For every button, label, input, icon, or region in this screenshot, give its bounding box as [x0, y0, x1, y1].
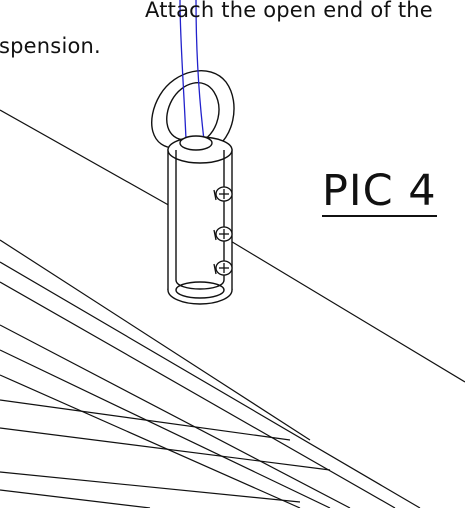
right-panel-edge — [223, 236, 465, 383]
lower-panel-edge-6 — [0, 374, 301, 509]
figure-label: PIC 4 — [322, 166, 437, 217]
lower-panel-edge-4 — [0, 324, 351, 509]
panel-lines — [0, 109, 465, 509]
upper-panel-edge — [0, 109, 173, 208]
suspension-cable — [179, 0, 205, 141]
lower-panel-edge-3 — [0, 281, 396, 509]
fitting-body — [167, 135, 233, 305]
lower-panel-edge-8 — [0, 427, 331, 471]
lower-panel-edge-2 — [0, 261, 421, 509]
set-screw-middle — [213, 226, 233, 242]
lower-panel-edge-7 — [0, 399, 291, 441]
set-screw-top — [213, 186, 233, 202]
set-screws — [213, 186, 233, 276]
lower-panel-edge-9 — [0, 471, 301, 503]
lower-panel-edge-10 — [0, 489, 151, 509]
set-screw-bottom — [213, 260, 233, 276]
instruction-line-1: Attach the open end of the — [145, 0, 433, 22]
lower-panel-edge-1 — [0, 239, 311, 441]
lower-panel-edge-5 — [0, 349, 331, 509]
instruction-line-2: spension. — [0, 34, 101, 58]
